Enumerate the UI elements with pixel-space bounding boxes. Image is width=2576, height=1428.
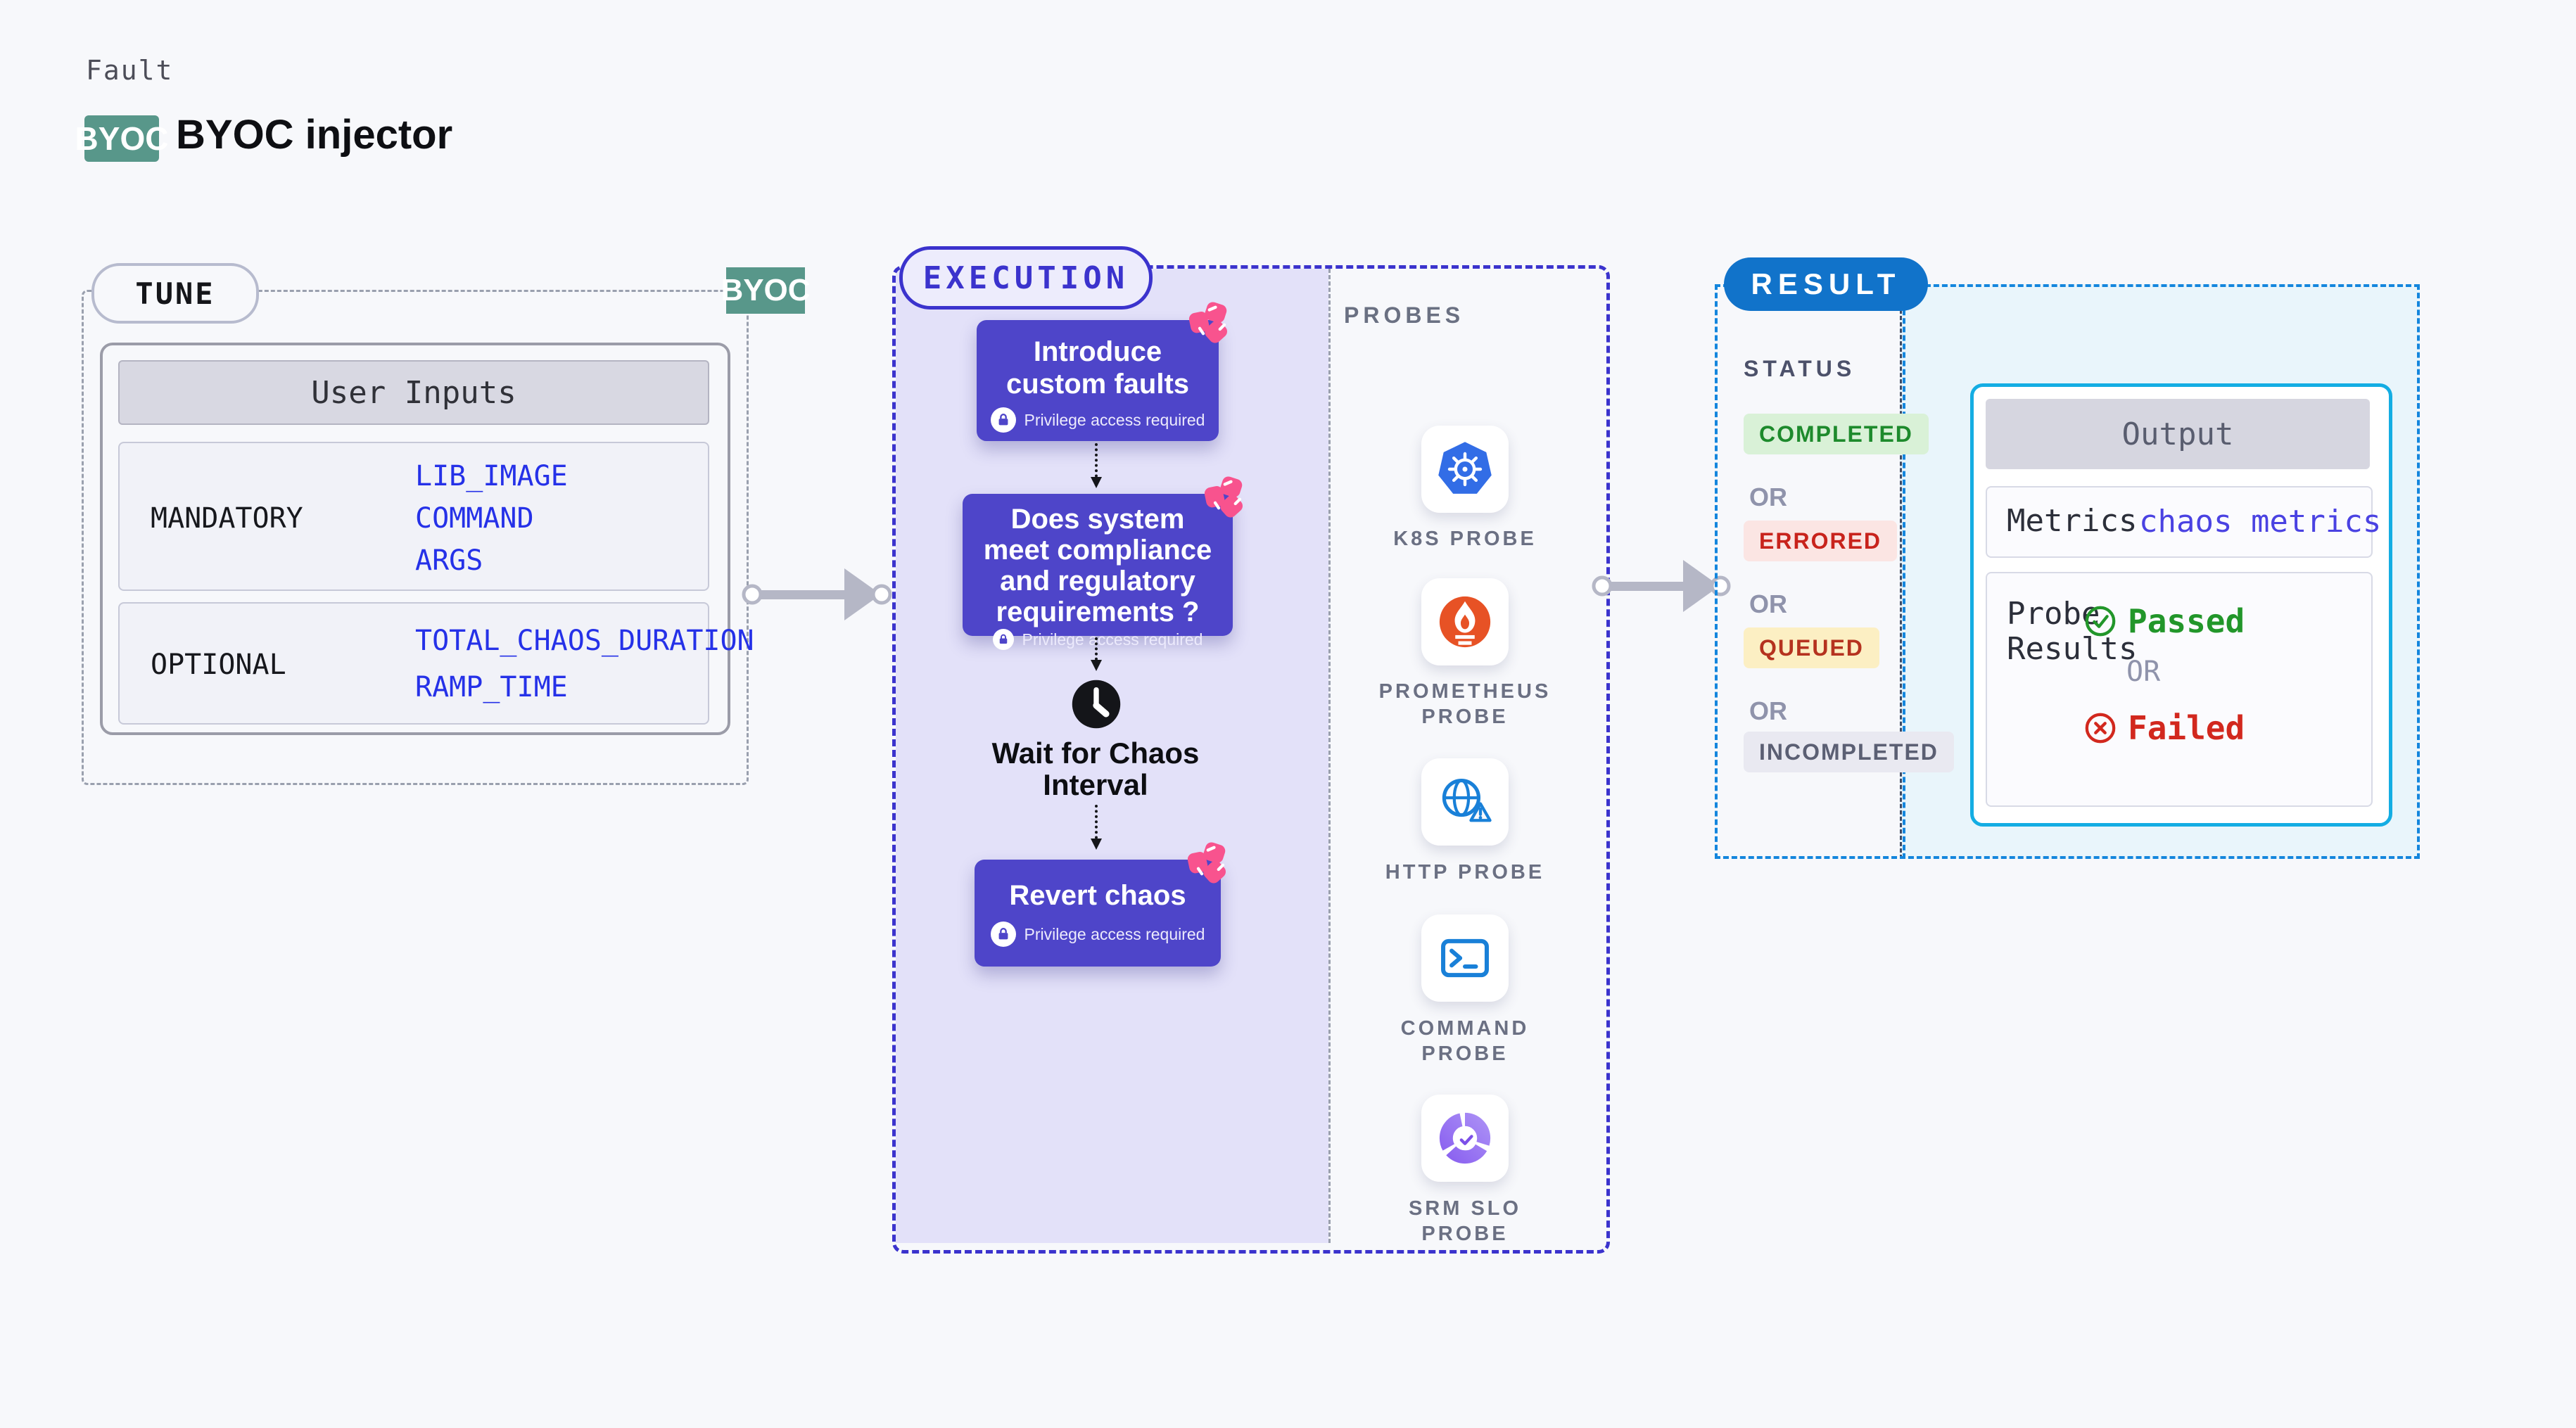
connector-node2-clock [1091,637,1102,671]
wait-for-chaos-interval-label: Wait for Chaos Interval [991,737,1200,801]
node-compliance-check: Does system meet compliance and regulato… [963,494,1233,650]
mandatory-params-row: MANDATORY LIB_IMAGE COMMAND ARGS [118,442,709,591]
user-inputs-header: User Inputs [118,360,709,425]
param-ramp-time: RAMP_TIME [415,671,568,703]
or-separator: OR [1749,483,1787,511]
clock-icon [1072,680,1121,729]
execution-to-result-arrow [1592,560,1731,612]
command-probe-tile [1421,914,1509,1002]
x-circle-icon [2085,713,2116,744]
or-separator: OR [1749,696,1787,725]
terminal-icon [1441,938,1489,978]
probe-results-label: Probe Results [2007,596,2138,667]
byoc-corner-tag: BYOC [721,267,811,314]
srm-slo-probe-tile [1421,1095,1509,1182]
globe-alert-icon [1442,778,1492,822]
srm-slo-probe-label: SRM SLO PROBE [1408,1197,1522,1245]
check-circle-icon [2085,606,2116,637]
privilege-note: Privilege access required [963,629,1233,650]
chaos-icon [1188,842,1226,884]
or-separator: OR [1749,589,1787,618]
node-title: Revert chaos [1009,880,1186,911]
http-probe-tile [1421,758,1509,846]
execution-probes-divider [1328,269,1331,1243]
optional-params-row: OPTIONAL TOTAL_CHAOS_DURATION RAMP_TIME [118,602,754,725]
probe-results-row [1986,572,2373,807]
byoc-corner-tag-label: BYOC [721,273,811,307]
status-badge-completed: COMPLETED [1744,414,1929,454]
param-lib-image: LIB_IMAGE [415,460,568,492]
optional-label: OPTIONAL [151,649,286,681]
metrics-value: chaos metrics [2139,504,2382,540]
connector-node1-node2 [1091,443,1102,488]
node-introduce-custom-faults: Introduce custom faults Privilege access… [977,320,1219,441]
privilege-note: Privilege access required [975,922,1221,947]
tune-section-outline [82,290,749,785]
lock-icon [990,922,1016,947]
node-title: Does system meet compliance and regulato… [983,504,1212,627]
execution-section-pill: EXECUTION [899,246,1153,310]
prometheus-probe-tile [1421,578,1509,665]
k8s-probe-label: K8S PROBE [1393,528,1537,550]
execution-label: EXECUTION [922,260,1129,296]
status-column-label: STATUS [1744,356,1856,381]
user-inputs-title: User Inputs [311,374,516,411]
http-probe-label: HTTP PROBE [1385,861,1545,884]
prometheus-probe-label: PROMETHEUS PROBE [1378,680,1552,728]
param-args: ARGS [415,544,483,577]
privilege-note-text: Privilege access required [1022,630,1203,649]
connector-wait-node3 [1091,805,1102,850]
byoc-header-badge-label: BYOC [75,120,169,157]
tune-label: TUNE [135,276,215,311]
param-total-chaos-duration: TOTAL_CHAOS_DURATION [415,625,754,657]
probes-column-label: PROBES [1344,302,1465,328]
lock-icon [990,407,1016,433]
chaos-icon [1205,476,1243,518]
kubernetes-icon [1438,442,1492,494]
privilege-note: Privilege access required [977,407,1219,433]
failed-label: Failed [2128,709,2245,747]
status-badge-errored: ERRORED [1744,521,1898,561]
probe-result-passed: Passed [2084,602,2245,640]
or-separator: OR [2126,656,2161,688]
output-card-header: Output [1986,399,2370,469]
tune-section-pill: TUNE [91,263,259,324]
mandatory-label: MANDATORY [151,502,303,535]
execution-section-outline [892,265,1610,1254]
param-command: COMMAND [415,502,534,535]
lock-icon [992,629,1014,650]
result-label: RESULT [1751,267,1901,300]
privilege-note-text: Privilege access required [1024,410,1205,429]
k8s-probe-tile [1421,426,1509,513]
privilege-note-text: Privilege access required [1024,924,1205,943]
status-badge-queued: QUEUED [1744,627,1879,668]
passed-label: Passed [2128,602,2245,640]
result-section-pill: RESULT [1724,257,1928,311]
metrics-label: Metrics [2007,503,2138,539]
page-title: BYOC injector [176,112,453,158]
tune-to-execution-arrow [742,568,892,620]
node-title: Introduce custom faults [1005,336,1190,400]
chaos-icon [1189,302,1227,343]
node-revert-chaos: Revert chaos Privilege access required [975,860,1221,967]
prometheus-icon [1439,596,1491,648]
status-badge-incompleted: INCOMPLETED [1744,732,1954,772]
metrics-row [1986,486,2373,558]
probe-result-failed: Failed [2084,709,2245,747]
byoc-header-badge: BYOC [75,115,168,162]
fault-kicker: Fault [86,55,174,86]
output-title: Output [2121,416,2234,452]
slo-donut-icon [1439,1112,1491,1164]
command-probe-label: COMMAND PROBE [1400,1017,1530,1065]
